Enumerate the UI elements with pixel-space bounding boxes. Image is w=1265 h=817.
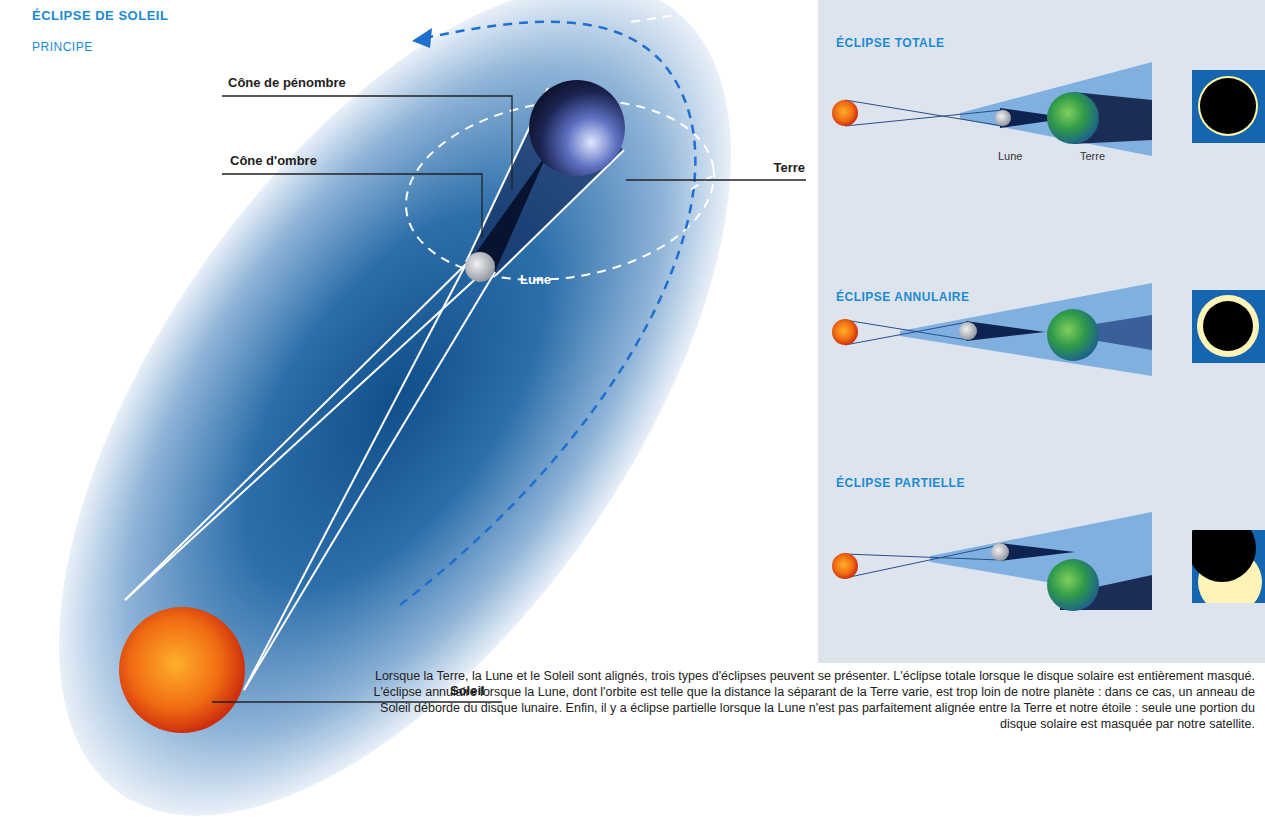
part-label: Cône de pénombre (228, 75, 346, 90)
body-label: Terre (1080, 150, 1105, 162)
diagram-title: ÉCLIPSE DE SOLEIL (32, 8, 168, 23)
part-label: Lune (520, 272, 551, 287)
panel-band: ÉCLIPSE TOTALE Lune TerreÉCLIPSE ANNULAIRE… (818, 0, 1265, 663)
part-label: Terre (773, 160, 805, 175)
panel-heading: ÉCLIPSE TOTALE (836, 36, 945, 50)
panel-heading: ÉCLIPSE ANNULAIRE (836, 290, 969, 304)
subtitle: PRINCIPE (32, 40, 93, 54)
caption-text: Lorsque la Terre, la Lune et le Soleil s… (360, 668, 1255, 732)
panel-heading: ÉCLIPSE PARTIELLE (836, 476, 965, 490)
part-label: Cône d'ombre (230, 153, 317, 168)
body-label: Lune (998, 150, 1022, 162)
